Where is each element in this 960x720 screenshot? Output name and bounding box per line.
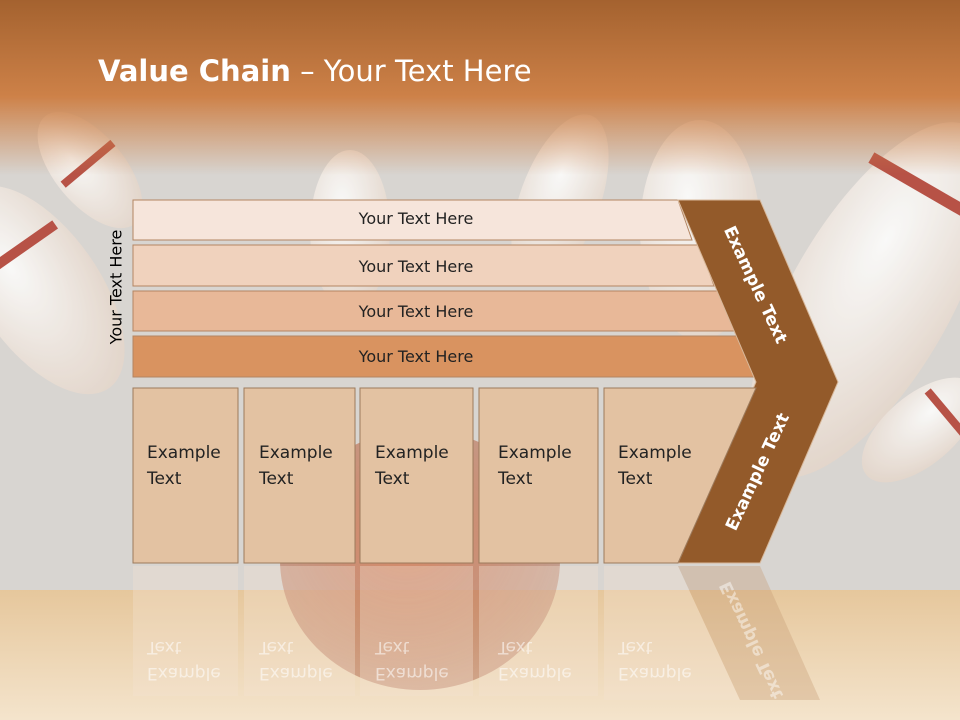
cell-5-reflection-line-2: Text xyxy=(618,637,653,657)
cell-2-line-1: Example xyxy=(259,443,333,463)
cell-reflection-3: Example Text xyxy=(375,634,449,686)
cell-1-line-1: Example xyxy=(147,443,221,463)
cell-2-reflection-line-2: Text xyxy=(259,637,294,657)
cell-4-reflection-line-2: Text xyxy=(498,637,533,657)
cell-3-line-2: Text xyxy=(375,469,410,489)
cell-box-5 xyxy=(603,387,757,564)
row-label-1: Your Text Here xyxy=(358,209,474,228)
cell-2-line-2: Text xyxy=(259,469,294,489)
cell-3-reflection-line-1: Example xyxy=(375,663,449,683)
cell-4-reflection-line-1: Example xyxy=(498,663,572,683)
cell-4-line-2: Text xyxy=(498,469,533,489)
row-label-3: Your Text Here xyxy=(358,302,474,321)
slide-title: Value Chain – Your Text Here xyxy=(98,54,532,88)
cell-reflection-5: Example Text xyxy=(618,634,692,686)
cell-reflection-2: Example Text xyxy=(259,634,333,686)
row-label-2: Your Text Here xyxy=(358,257,474,276)
cell-box-2 xyxy=(243,387,356,564)
row-band-1 xyxy=(132,199,693,241)
cell-1-reflection-line-2: Text xyxy=(147,637,182,657)
title-rest: – Your Text Here xyxy=(290,54,532,88)
title-bold: Value Chain xyxy=(98,54,291,88)
cell-box-3 xyxy=(359,387,474,564)
cell-1-line-2: Text xyxy=(147,469,182,489)
row-band-2 xyxy=(132,244,715,287)
cell-5-line-1: Example xyxy=(618,443,692,463)
cell-2-reflection-line-1: Example xyxy=(259,663,333,683)
cell-5-reflection-line-1: Example xyxy=(618,663,692,683)
diagram-reflection xyxy=(133,566,820,700)
cell-4-line-1: Example xyxy=(498,443,572,463)
cell-reflection-4: Example Text xyxy=(498,634,572,686)
cell-3-line-1: Example xyxy=(375,443,449,463)
cell-1-reflection-line-1: Example xyxy=(147,663,221,683)
cell-box-4 xyxy=(478,387,599,564)
cell-box-1 xyxy=(132,387,239,564)
cell-reflection-1: Example Text xyxy=(147,634,221,686)
row-label-4: Your Text Here xyxy=(358,347,474,366)
cell-5-line-2: Text xyxy=(618,469,653,489)
cell-3-reflection-line-2: Text xyxy=(375,637,410,657)
